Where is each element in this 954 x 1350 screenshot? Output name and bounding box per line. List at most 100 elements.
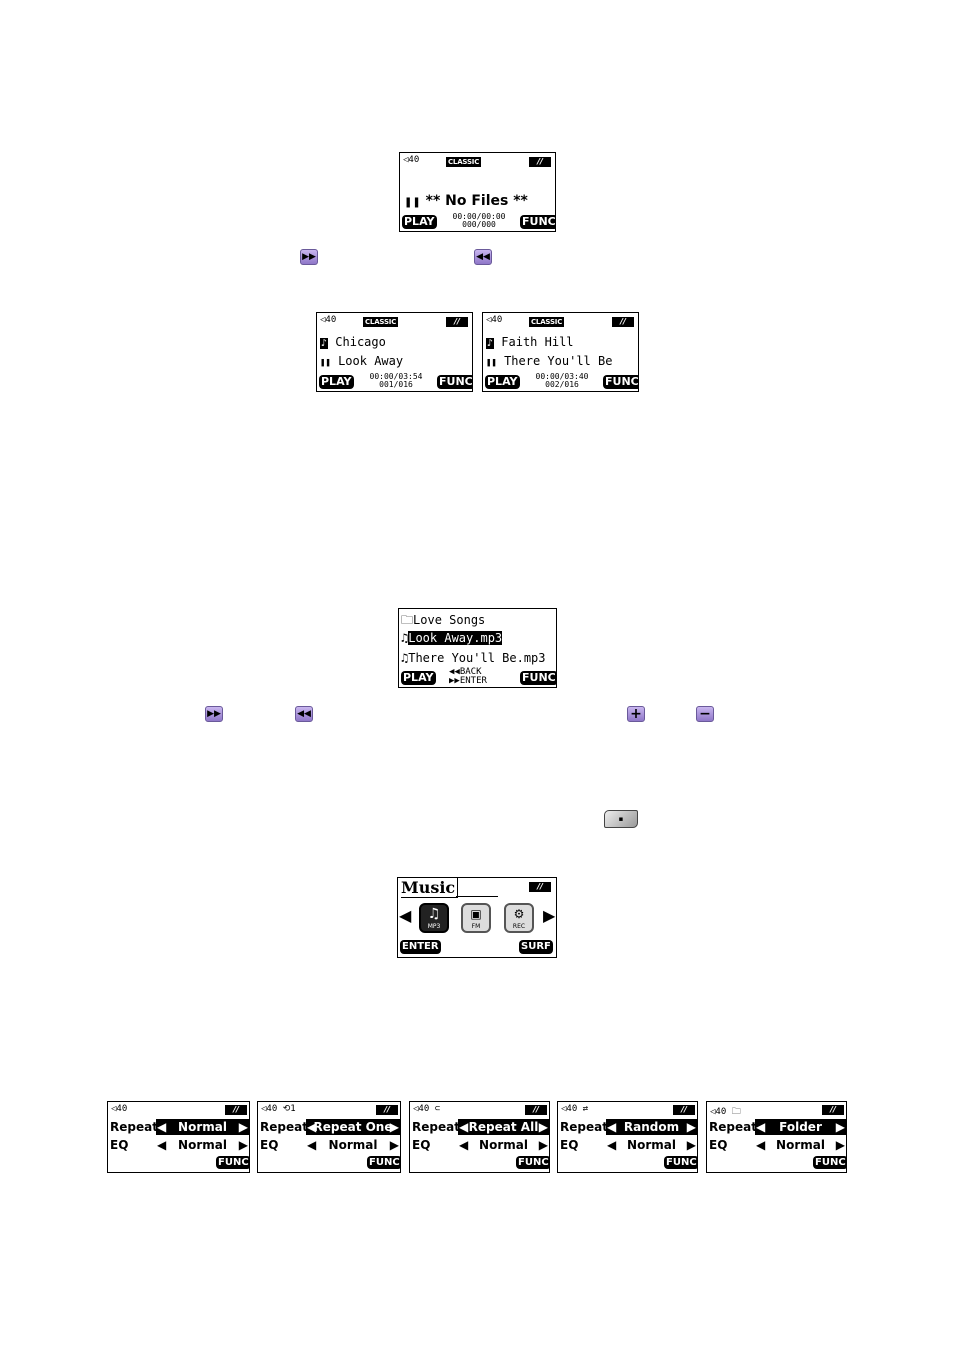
func-button[interactable]: FUNC <box>516 1156 549 1169</box>
no-files-message: ** No Files ** <box>425 193 528 209</box>
artist-icon: ♪ <box>320 338 329 349</box>
volume-indicator: ◁40 <box>403 155 420 165</box>
fast-forward-button-icon: ▶▶ <box>205 706 223 722</box>
pause-icon: ❚❚ <box>404 197 421 208</box>
minus-button-icon: − <box>696 706 714 722</box>
folder-icon: 🗀 <box>401 613 414 627</box>
volume-indicator: ◁40 ⟲1 <box>261 1104 296 1114</box>
eq-setting-row[interactable]: EQ ◀Normal▶ <box>110 1138 248 1152</box>
volume-indicator: ◁40 🗀 <box>710 1107 741 1117</box>
lcd-settings-normal: ◁40 // Repeat ◀Normal▶ EQ ◀Normal▶ FUNC <box>107 1101 250 1173</box>
lcd-settings-random: ◁40 ⇄ // Repeat ◀Random▶ EQ ◀Normal▶ FUN… <box>557 1101 698 1173</box>
lcd-settings-repeat-all: ◁40 ⊂ // Repeat ◀Repeat All▶ EQ ◀Normal▶… <box>409 1101 550 1173</box>
lcd-settings-repeat-one: ◁40 ⟲1 // Repeat ◀Repeat One▶ EQ ◀Normal… <box>257 1101 401 1173</box>
artist-row: ♪ Faith Hill <box>486 335 638 349</box>
random-icon: ⇄ <box>582 1104 589 1114</box>
eq-badge: CLASSIC <box>529 317 565 327</box>
folder-row: 🗀Love Songs <box>401 611 556 632</box>
func-button[interactable]: FUNC <box>813 1156 846 1169</box>
folder-icon: 🗀 <box>731 1107 741 1117</box>
repeat-setting-row[interactable]: Repeat ◀Normal▶ <box>110 1119 249 1135</box>
eq-badge: CLASSIC <box>446 157 482 167</box>
repeat-all-icon: ⊂ <box>434 1104 441 1114</box>
pause-icon: ❚❚ <box>486 358 497 368</box>
play-button[interactable]: PLAY <box>402 215 437 229</box>
battery-icon: // <box>822 1105 844 1115</box>
volume-indicator: ◁40 ⇄ <box>561 1104 589 1114</box>
func-button[interactable]: FUNC <box>367 1156 400 1169</box>
eq-value: Normal <box>479 1138 528 1152</box>
artist-name: Chicago <box>335 335 386 349</box>
battery-icon: // <box>529 882 551 892</box>
menu-right-arrow-icon[interactable]: ▶ <box>543 906 556 925</box>
lcd-settings-folder: ◁40 🗀 // Repeat ◀Folder▶ EQ ◀Normal▶ FUN… <box>706 1101 847 1173</box>
repeat-value: Repeat All <box>468 1120 539 1134</box>
play-button[interactable]: PLAY <box>319 375 354 389</box>
surf-button[interactable]: SURF <box>519 940 553 954</box>
fast-forward-button-icon: ▶▶ <box>300 249 318 265</box>
menu-left-arrow-icon[interactable]: ◀ <box>399 906 412 925</box>
repeat-value: Normal <box>178 1120 227 1134</box>
func-button[interactable]: FUNC <box>520 671 556 685</box>
repeat-value: Repeat One <box>313 1120 393 1134</box>
func-button[interactable]: FUNC <box>664 1156 697 1169</box>
eq-setting-row[interactable]: EQ ◀Normal▶ <box>412 1138 548 1152</box>
file-name: There You'll Be.mp3 <box>408 651 546 665</box>
rec-menu-icon[interactable]: ⚙REC <box>504 903 534 933</box>
func-button[interactable]: FUNC <box>520 215 556 229</box>
back-enter-hint: ◀◀BACK ▶▶ENTER <box>449 667 487 686</box>
repeat-setting-row[interactable]: Repeat ◀Repeat All▶ <box>412 1119 549 1135</box>
eq-value: Normal <box>178 1138 227 1152</box>
plus-button-icon: + <box>627 706 645 722</box>
func-button[interactable]: FUNC <box>216 1156 249 1169</box>
file-name: Look Away.mp3 <box>408 631 503 645</box>
battery-icon: // <box>525 1105 547 1115</box>
battery-icon: // <box>612 317 634 327</box>
repeat-one-icon: ⟲1 <box>282 1104 296 1114</box>
eq-setting-row[interactable]: EQ ◀Normal▶ <box>560 1138 696 1152</box>
artist-row: ♪ Chicago <box>320 335 472 349</box>
music-file-icon: ♫ <box>401 631 409 645</box>
eq-setting-row[interactable]: EQ ◀Normal▶ <box>709 1138 845 1152</box>
func-button[interactable]: FUNC <box>437 375 473 389</box>
enter-button[interactable]: ENTER <box>400 940 441 954</box>
func-button[interactable]: FUNC <box>603 375 639 389</box>
eq-value: Normal <box>776 1138 825 1152</box>
menu-title-underline <box>456 896 498 897</box>
eq-badge: CLASSIC <box>363 317 399 327</box>
pause-icon: ❚❚ <box>320 358 331 368</box>
repeat-value: Folder <box>779 1120 822 1134</box>
repeat-setting-row[interactable]: Repeat ◀Repeat One▶ <box>260 1119 400 1135</box>
volume-indicator: ◁40 ⊂ <box>413 1104 441 1114</box>
lcd-file-browser: 🗀Love Songs ♫Look Away.mp3 ♫There You'll… <box>398 608 557 688</box>
lcd-chicago: ◁40 CLASSIC // ♪ Chicago ❚❚ Look Away PL… <box>316 312 473 392</box>
play-button[interactable]: PLAY <box>485 375 520 389</box>
lcd-faith-hill: ◁40 CLASSIC // ♪ Faith Hill ❚❚ There You… <box>482 312 639 392</box>
eq-value: Normal <box>627 1138 676 1152</box>
menu-title: Music <box>401 878 459 898</box>
file-row[interactable]: ♫There You'll Be.mp3 <box>401 651 556 665</box>
battery-icon: // <box>529 157 551 167</box>
battery-icon: // <box>673 1105 695 1115</box>
mp3-menu-icon[interactable]: ♫MP3 <box>419 903 449 933</box>
song-title: There You'll Be <box>504 354 613 368</box>
lcd-no-files: ◁40 CLASSIC // ❚❚ ** No Files ** PLAY 00… <box>399 152 556 232</box>
volume-indicator: ◁40 <box>320 315 337 325</box>
repeat-setting-row[interactable]: Repeat ◀Folder▶ <box>709 1119 846 1135</box>
song-row: ❚❚ There You'll Be <box>486 354 638 368</box>
song-title: Look Away <box>338 354 404 368</box>
volume-indicator: ◁40 <box>111 1104 128 1114</box>
rewind-button-icon: ◀◀ <box>295 706 313 722</box>
eq-setting-row[interactable]: EQ ◀Normal▶ <box>260 1138 399 1152</box>
fm-menu-icon[interactable]: ▣FM <box>461 903 491 933</box>
lcd-main-menu: Music // ◀ ♫MP3 ▣FM ⚙REC ▶ ENTER SURF <box>397 877 557 958</box>
rewind-button-icon: ◀◀ <box>474 249 492 265</box>
play-button[interactable]: PLAY <box>401 671 436 685</box>
music-file-icon: ♫ <box>401 651 409 665</box>
file-row-selected[interactable]: ♫Look Away.mp3 <box>401 631 556 645</box>
repeat-setting-row[interactable]: Repeat ◀Random▶ <box>560 1119 697 1135</box>
mode-button-icon: ▪ <box>604 810 638 828</box>
eq-value: Normal <box>328 1138 378 1152</box>
